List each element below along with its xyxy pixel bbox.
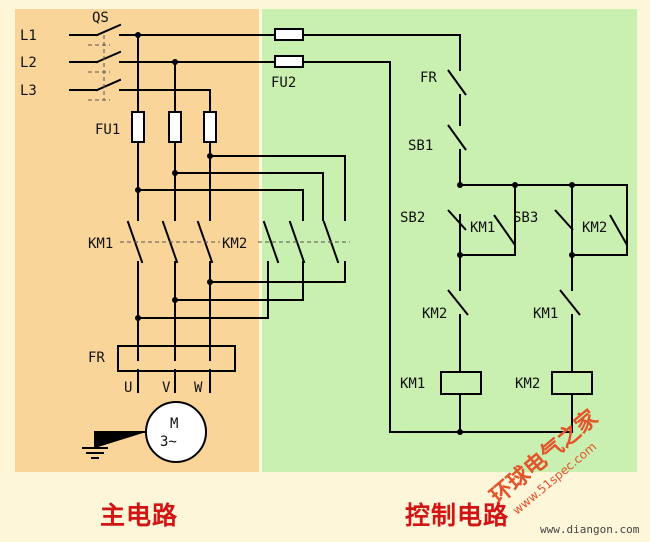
label-sb2: SB2 — [400, 210, 425, 226]
watermark-site: www.diangon.com — [540, 523, 640, 536]
label-fr-main: FR — [88, 350, 105, 366]
label-km1-interlock: KM1 — [533, 306, 558, 322]
label-fu1: FU1 — [95, 122, 120, 138]
label-sb3: SB3 — [513, 210, 538, 226]
label-fu2: FU2 — [271, 75, 296, 91]
main-circuit-caption: 主电路 — [100, 501, 179, 530]
label-sb1: SB1 — [408, 138, 433, 154]
label-km2-main: KM2 — [222, 236, 247, 252]
label-fr-ctrl: FR — [420, 70, 437, 86]
label-L1: L1 — [20, 28, 37, 44]
label-motor-m: M — [170, 416, 178, 432]
control-circuit-caption: 控制电路 — [405, 501, 510, 530]
label-qs: QS — [92, 10, 109, 26]
label-L3: L3 — [20, 83, 37, 99]
label-km1-coil: KM1 — [400, 376, 425, 392]
label-v: V — [162, 380, 171, 396]
label-km1-main: KM1 — [88, 236, 113, 252]
label-km2-coil: KM2 — [515, 376, 540, 392]
label-km2-holding: KM2 — [582, 220, 607, 236]
label-u: U — [124, 380, 132, 396]
label-km2-interlock: KM2 — [422, 306, 447, 322]
label-km1-holding: KM1 — [470, 220, 495, 236]
label-L2: L2 — [20, 55, 37, 71]
label-w: W — [194, 380, 203, 396]
label-motor-3: 3~ — [160, 434, 177, 450]
